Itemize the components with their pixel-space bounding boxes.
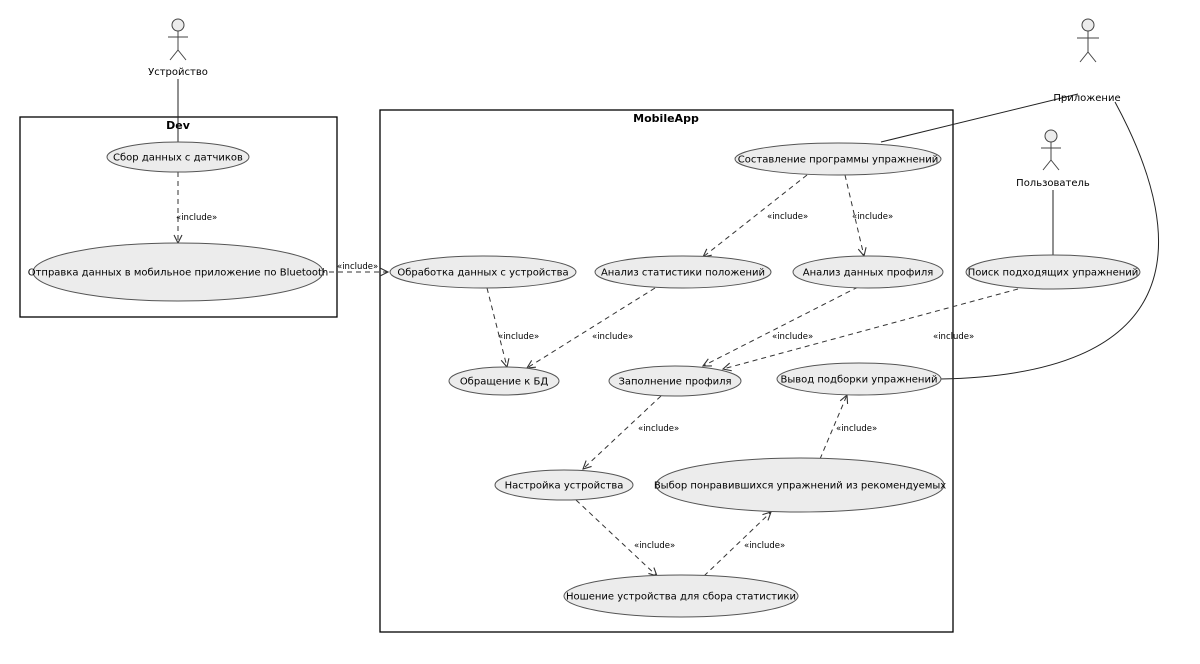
include-arrow-profile-fill (703, 286, 859, 366)
usecase-stats[interactable]: Анализ статистики положений (594, 255, 772, 289)
usecase-bluetooth[interactable]: Отправка данных в мобильное приложение п… (28, 242, 329, 302)
include-label: «include» (767, 212, 808, 222)
usecase-program-label: Составление программы упражнений (738, 155, 938, 166)
usecase-stats-label: Анализ статистики положений (601, 268, 765, 279)
stick-figure-icon (1077, 18, 1099, 63)
usecase-setup-label: Настройка устройства (505, 481, 624, 492)
include-arrow-program-profile (844, 174, 864, 256)
include-label: «include» (836, 424, 877, 434)
usecase-wearing[interactable]: Ношение устройства для сбора статистики (563, 574, 799, 618)
include-labels: «include» «include» «include» «include» … (176, 212, 974, 551)
stick-figure-icon (1041, 129, 1061, 171)
include-dependencies (178, 172, 1019, 577)
actor-user-label: Пользователь (1016, 178, 1090, 189)
include-label: «include» (498, 332, 539, 342)
include-label: «include» (744, 541, 785, 551)
include-label: «include» (638, 424, 679, 434)
actor-user[interactable]: Пользователь (1016, 129, 1090, 189)
usecase-sensors[interactable]: Сбор данных с датчиков (106, 141, 250, 173)
include-arrow-choose-output (819, 395, 847, 460)
usecase-search-label: Поиск подходящих упражнений (968, 268, 1139, 279)
usecase-db[interactable]: Обращение к БД (448, 366, 560, 396)
usecase-profile-analysis-label: Анализ данных профиля (803, 268, 933, 279)
usecase-processing[interactable]: Обработка данных с устройства (389, 255, 577, 289)
usecase-fill-profile[interactable]: Заполнение профиля (608, 365, 742, 397)
include-label: «include» (176, 213, 217, 223)
actor-app[interactable]: Приложение (1053, 18, 1121, 104)
usecase-search[interactable]: Поиск подходящих упражнений (965, 254, 1141, 290)
actor-device-label: Устройство (148, 67, 208, 78)
include-arrow-processing-db (486, 287, 507, 367)
usecase-bluetooth-label: Отправка данных в мобильное приложение п… (28, 268, 329, 279)
include-arrow-stats-db (527, 287, 656, 368)
usecase-output[interactable]: Вывод подборки упражнений (776, 362, 942, 396)
actor-app-label: Приложение (1053, 93, 1120, 104)
usecase-profile-analysis[interactable]: Анализ данных профиля (792, 255, 944, 289)
association-app-program (880, 93, 1079, 143)
include-label: «include» (592, 332, 633, 342)
actor-device[interactable]: Устройство (148, 18, 208, 78)
usecase-program[interactable]: Составление программы упражнений (734, 142, 942, 176)
usecase-output-label: Вывод подборки упражнений (781, 375, 938, 386)
usecase-processing-label: Обработка данных с устройства (397, 268, 568, 279)
include-arrow-setup-wearing (575, 499, 657, 576)
include-label: «include» (337, 262, 378, 272)
include-arrow-wearing-choose (703, 512, 771, 577)
usecase-setup[interactable]: Настройка устройства (494, 469, 634, 501)
stick-figure-icon (168, 18, 188, 61)
include-label: «include» (933, 332, 974, 342)
usecase-choose[interactable]: Выбор понравившихся упражнений из рекоме… (654, 457, 946, 513)
usecase-sensors-label: Сбор данных с датчиков (113, 153, 243, 164)
include-label: «include» (852, 212, 893, 222)
usecase-choose-label: Выбор понравившихся упражнений из рекоме… (654, 481, 946, 492)
include-arrow-program-stats (703, 174, 808, 257)
mobileapp-boundary-title: MobileApp (633, 112, 699, 125)
association-app-output (939, 101, 1160, 380)
include-arrow-search-fill (723, 288, 1019, 369)
associations (177, 79, 1160, 380)
include-label: «include» (634, 541, 675, 551)
usecase-fill-profile-label: Заполнение профиля (618, 377, 731, 388)
usecase-wearing-label: Ношение устройства для сбора статистики (566, 592, 796, 603)
usecase-db-label: Обращение к БД (460, 377, 549, 388)
include-label: «include» (772, 332, 813, 342)
